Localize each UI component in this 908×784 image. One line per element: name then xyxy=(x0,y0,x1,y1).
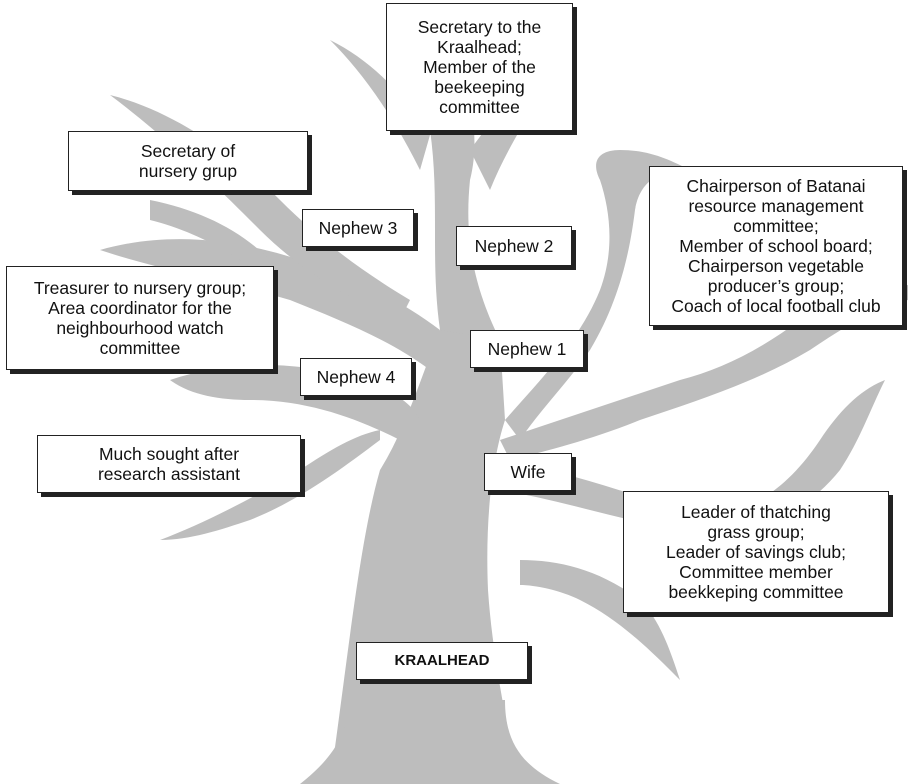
node-nephew-3: Nephew 3 xyxy=(302,209,414,247)
node-nephew-4: Nephew 4 xyxy=(300,358,412,396)
node-wife: Wife xyxy=(484,453,572,491)
node-nephew-3-text: Nephew 3 xyxy=(318,218,398,238)
node-research-assistant: Much sought after research assistant xyxy=(37,435,301,493)
node-secretary-nursery-text: Secretary of nursery grup xyxy=(138,141,238,181)
node-research-assistant-text: Much sought after research assistant xyxy=(97,444,240,484)
node-secretary-kraalhead: Secretary to the Kraalhead; Member of th… xyxy=(386,3,573,131)
node-nephew-2-text: Nephew 2 xyxy=(474,236,554,256)
node-chairperson-batanai: Chairperson of Batanai resource manageme… xyxy=(649,166,903,326)
node-wife-text: Wife xyxy=(510,462,546,482)
node-kraalhead-text: KRAALHEAD xyxy=(394,652,490,669)
node-kraalhead: KRAALHEAD xyxy=(356,642,528,680)
node-secretary-kraalhead-text: Secretary to the Kraalhead; Member of th… xyxy=(417,17,542,117)
node-treasurer: Treasurer to nursery group; Area coordin… xyxy=(6,266,274,370)
node-secretary-nursery: Secretary of nursery grup xyxy=(68,131,308,191)
node-nephew-2: Nephew 2 xyxy=(456,226,572,266)
node-nephew-4-text: Nephew 4 xyxy=(316,367,396,387)
node-leader-thatching-text: Leader of thatching grass group; Leader … xyxy=(666,502,846,602)
node-chairperson-batanai-text: Chairperson of Batanai resource manageme… xyxy=(671,176,881,316)
node-leader-thatching: Leader of thatching grass group; Leader … xyxy=(623,491,889,613)
node-treasurer-text: Treasurer to nursery group; Area coordin… xyxy=(33,278,247,358)
node-nephew-1: Nephew 1 xyxy=(470,330,584,368)
node-nephew-1-text: Nephew 1 xyxy=(487,339,567,359)
